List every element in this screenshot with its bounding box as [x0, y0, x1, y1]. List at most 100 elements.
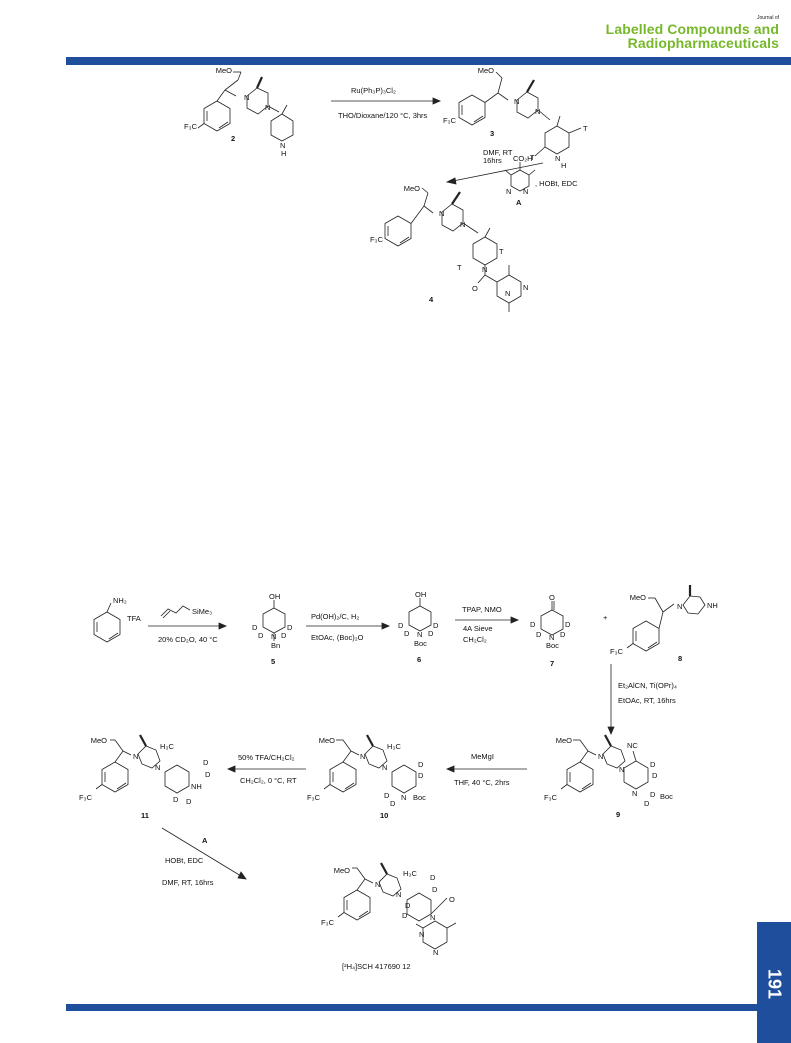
- nh-label: NH: [707, 601, 718, 610]
- cf3-label-11: F₃C: [79, 793, 93, 802]
- compound-8-number: 8: [678, 654, 682, 663]
- step7-reagent-A: A: [202, 836, 208, 845]
- pyrimidine-n: N: [419, 930, 424, 939]
- arrow1-conditions: THO/Dioxane/120 °C, 3hrs: [338, 111, 428, 120]
- d-label: D: [384, 791, 390, 800]
- d-label: D: [650, 760, 656, 769]
- h3c-label: H₃C: [160, 742, 174, 751]
- n-label: N: [514, 97, 519, 106]
- n-label: N: [535, 107, 540, 116]
- n-label: N: [417, 630, 422, 639]
- step5-conditions: THF, 40 °C, 2hrs: [454, 778, 510, 787]
- meo-label-9: MeO: [556, 736, 572, 745]
- step2-reagent: Pd(OH)₂/C, H₂: [311, 612, 359, 621]
- compound-6-number: 6: [417, 655, 421, 664]
- coupling-reagents: , HOBt, EDC: [535, 179, 578, 188]
- step3-reagent: TPAP, NMO: [462, 605, 502, 614]
- compound-10-number: 10: [380, 811, 388, 820]
- step1-conditions: 20% CD₂O, 40 °C: [158, 635, 218, 644]
- d-label: D: [430, 873, 436, 882]
- n-label: N: [155, 763, 160, 772]
- tritium-label: T: [499, 247, 504, 256]
- o-label: O: [472, 284, 478, 293]
- oh-label: OH: [269, 592, 280, 601]
- nh-label: H: [281, 149, 286, 158]
- compound-4-number: 4: [429, 295, 434, 304]
- oh-label: OH: [415, 590, 426, 599]
- nh-label: H: [561, 161, 566, 170]
- page-number: 191: [764, 968, 785, 1000]
- o-label: O: [549, 593, 555, 602]
- pyrimidine-n: N: [505, 289, 510, 298]
- step2-conditions: EtOAc, (Boc)₂O: [311, 633, 364, 642]
- n-label: N: [482, 265, 487, 274]
- step6-reagent: 50% TFA/CH₂Cl₂: [238, 753, 295, 762]
- cf3-label-2: F₃C: [184, 122, 198, 131]
- d-label: D: [281, 631, 287, 640]
- d-label: D: [402, 911, 408, 920]
- pyrimidine-n: N: [433, 948, 438, 957]
- cf3-label-3: F₃C: [443, 116, 457, 125]
- compound-3-number: 3: [490, 129, 494, 138]
- meo-label-2: MeO: [216, 66, 232, 75]
- d-label: D: [560, 630, 566, 639]
- step7-conditions: DMF, RT, 16hrs: [162, 878, 214, 887]
- pyrimidine-n: N: [506, 187, 511, 196]
- compound-9-number: 9: [616, 810, 620, 819]
- step6-conditions: CH₂Cl₂, 0 °C, RT: [240, 776, 297, 785]
- page-number-tab: 191: [757, 922, 791, 1043]
- cf3-label-4: F₃C: [370, 235, 384, 244]
- reagent-A-structure: [504, 162, 536, 192]
- step5-reagent: MeMgI: [471, 752, 494, 761]
- step7-coupling: HOBt, EDC: [165, 856, 204, 865]
- d-label: D: [203, 758, 209, 767]
- d-label: D: [418, 771, 424, 780]
- boc-label: Boc: [414, 639, 427, 648]
- d-label: D: [390, 799, 396, 808]
- d-label: D: [530, 620, 536, 629]
- d-label: D: [287, 623, 293, 632]
- pyrimidine-n: N: [523, 283, 528, 292]
- nh-label: NH: [191, 782, 202, 791]
- plus-sign: +: [603, 613, 608, 622]
- d-label: D: [398, 621, 404, 630]
- d-label: D: [418, 760, 424, 769]
- d-label: D: [428, 629, 434, 638]
- product-label: [²H₄]SCH 417690 12: [342, 962, 411, 971]
- d-label: D: [650, 790, 656, 799]
- compound-5-number: 5: [271, 657, 275, 666]
- allyltms-label: SiMe₃: [192, 607, 212, 616]
- n-label: N: [439, 209, 444, 218]
- journal-header: Journal of Labelled Compounds and Radiop…: [605, 16, 779, 51]
- d-label: D: [252, 623, 258, 632]
- cf3-label-12: F₃C: [321, 918, 335, 927]
- meo-label-12: MeO: [334, 866, 350, 875]
- tritium-label: T: [530, 153, 535, 162]
- n-label: N: [271, 632, 276, 641]
- step3-solvent: CH₂Cl₂: [463, 635, 487, 644]
- nh2-label: NH₂: [113, 596, 127, 605]
- d-label: D: [433, 621, 439, 630]
- step4-reagents: Et₂AlCN, Ti(OPr)₄: [618, 681, 677, 690]
- n-label: N: [244, 93, 249, 102]
- n-label: N: [549, 633, 554, 642]
- cf3-label-10: F₃C: [307, 793, 321, 802]
- boc-label: Boc: [546, 641, 559, 650]
- n-label: N: [430, 913, 435, 922]
- compound-2-structure: [197, 71, 294, 142]
- d-label: D: [432, 885, 438, 894]
- n-label: N: [265, 103, 270, 112]
- compound-4-structure: [384, 187, 522, 312]
- cf3-label-9: F₃C: [544, 793, 558, 802]
- n-label: N: [460, 220, 465, 229]
- tritium-label: T: [457, 263, 462, 272]
- n-label: N: [375, 880, 380, 889]
- tfa-label: TFA: [127, 614, 141, 623]
- o-label: O: [449, 895, 455, 904]
- tritium-label: T: [583, 124, 588, 133]
- d-label: D: [652, 771, 658, 780]
- journal-title-line1: Labelled Compounds and: [605, 21, 779, 37]
- n-label: N: [133, 752, 138, 761]
- top-rule: [66, 57, 791, 65]
- n-label: N: [401, 793, 406, 802]
